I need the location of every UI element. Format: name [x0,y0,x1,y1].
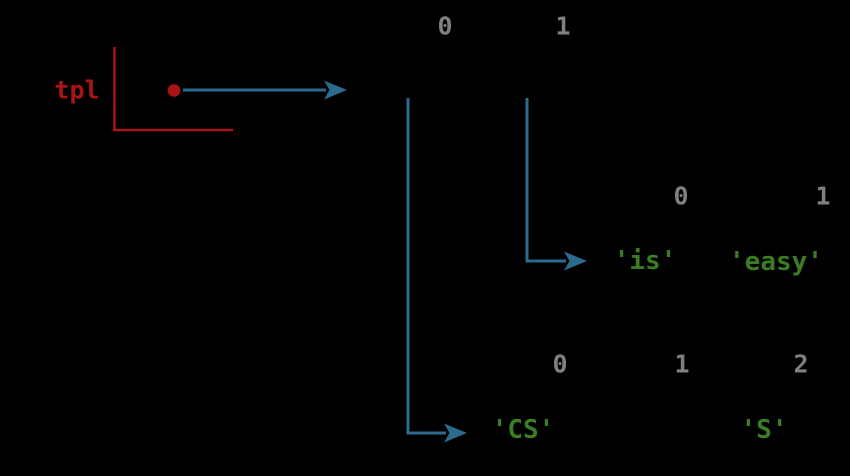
arrow-cell1-to-inner-tuple [525,98,587,271]
arrowhead-icon [444,423,467,443]
reference-dot-icon [167,84,181,97]
bottom-sequence-index-2: 2 [793,350,808,379]
arrow-cell0-to-bottom-sequence [406,98,467,443]
arrow-cell0-line [406,98,446,435]
arrowhead-icon [324,80,347,100]
inner-tuple-index-0: 0 [673,182,688,211]
arrow-cell1-line [525,98,566,263]
bottom-sequence-value-cs: 'CS' [492,415,555,445]
arrowhead-icon [564,251,587,271]
bottom-sequence-index-0: 0 [552,350,567,379]
bottom-sequence-value-s: 'S' [741,415,788,445]
outer-tuple-index-0: 0 [437,12,452,41]
arrow-variable-to-tuple [183,80,347,100]
inner-tuple-value-easy: 'easy' [729,247,823,277]
inner-tuple-value-is: 'is' [614,246,677,276]
variable-label-tpl: tpl [54,76,99,105]
outer-tuple-index-1: 1 [555,12,570,41]
bottom-sequence-index-1: 1 [674,350,689,379]
variable-box-outline [113,47,233,132]
inner-tuple-index-1: 1 [815,182,830,211]
